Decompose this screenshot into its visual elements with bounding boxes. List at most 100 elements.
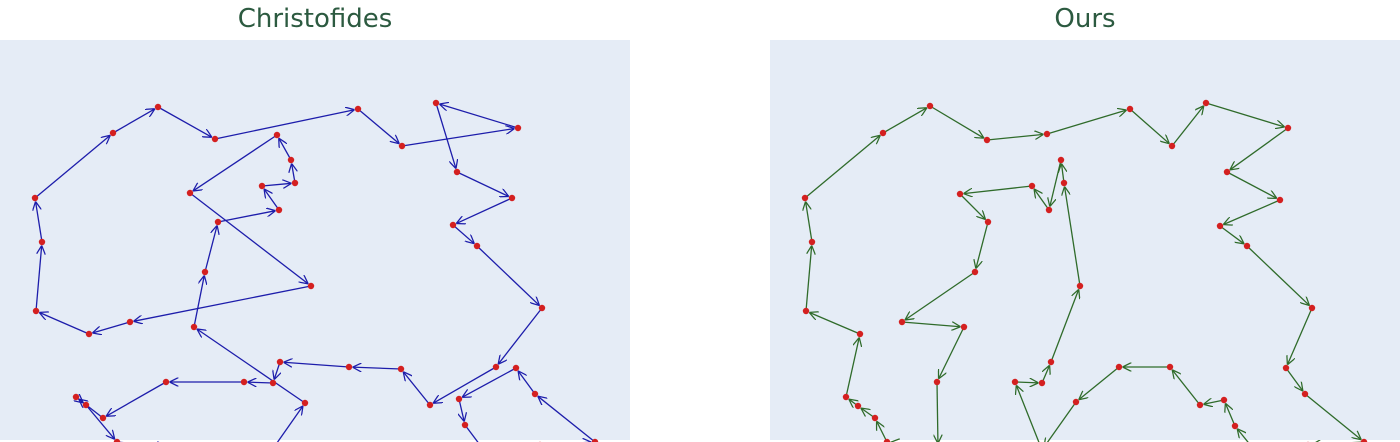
city-point (1308, 304, 1316, 312)
city-point (461, 421, 469, 429)
tour-edge (1226, 171, 1277, 198)
city-point (1115, 363, 1123, 371)
city-point (1166, 363, 1174, 371)
tour-edge (1046, 110, 1127, 135)
city-point (854, 402, 862, 410)
city-point (449, 221, 457, 229)
city-point (1196, 401, 1204, 409)
tour-edge (1304, 393, 1361, 440)
tour-edge (809, 312, 861, 335)
city-point (508, 194, 516, 202)
tour-edge (1034, 189, 1050, 211)
tour-edge (435, 102, 456, 169)
tour-edge (1014, 382, 1039, 383)
tour-edge (845, 337, 859, 398)
tour-edge (882, 108, 927, 134)
city-point (273, 131, 281, 139)
tour-edge (204, 225, 217, 273)
city-point (879, 129, 887, 137)
city-point (455, 395, 463, 403)
city-point (883, 438, 891, 442)
city-point (154, 103, 162, 111)
tour-edge (439, 104, 519, 129)
tour-edge (1129, 108, 1169, 144)
tour-edge (279, 138, 292, 161)
tour-edge (157, 106, 212, 137)
city-point (1045, 206, 1053, 214)
tour-edge (1050, 159, 1062, 207)
tour-edge (1205, 102, 1285, 127)
tour-edge (456, 171, 509, 197)
city-point (291, 179, 299, 187)
tour-edge (498, 307, 543, 364)
city-point (956, 190, 964, 198)
tour-edge (804, 135, 880, 199)
city-point (1243, 242, 1251, 250)
city-point (591, 438, 599, 442)
tour-edge (806, 201, 813, 243)
city-point (971, 268, 979, 276)
tour-edge (538, 396, 596, 442)
tour-edge (433, 366, 497, 403)
city-point (31, 194, 39, 202)
city-point (287, 156, 295, 164)
tour-edge (1171, 106, 1204, 147)
city-point (307, 282, 315, 290)
city-point (856, 330, 864, 338)
city-point (960, 323, 968, 331)
tour-edge (133, 285, 312, 321)
chart-title-ours: Ours (1054, 4, 1116, 34)
city-point (113, 438, 121, 442)
city-point (531, 390, 539, 398)
city-point (808, 238, 816, 246)
tour-edge (197, 329, 306, 404)
tour-edge (805, 245, 812, 312)
tour-edge (939, 326, 965, 379)
city-point (1223, 168, 1231, 176)
tour-edge (35, 245, 42, 312)
city-point (32, 307, 40, 315)
city-point (1028, 182, 1036, 190)
tour-edge (292, 163, 295, 184)
city-point (514, 124, 522, 132)
tour-edge (112, 109, 155, 134)
city-point (1220, 396, 1228, 404)
city-point (1043, 130, 1051, 138)
tour-edge (459, 398, 464, 422)
tour-edge (357, 108, 399, 144)
tour-edge (214, 110, 355, 140)
city-point (72, 393, 80, 401)
plot-area-ours (770, 40, 1400, 440)
tour-edge (352, 367, 402, 369)
city-point (162, 378, 170, 386)
tour-edge (193, 134, 278, 191)
tour-edge (1246, 245, 1309, 306)
city-point (473, 242, 481, 250)
tour-edge (476, 245, 539, 306)
city-point (1126, 105, 1134, 113)
city-point (269, 379, 277, 387)
tour-edge (877, 421, 888, 442)
tour-edge (34, 135, 110, 199)
city-point (1282, 364, 1290, 372)
city-point (126, 318, 134, 326)
city-point (85, 330, 93, 338)
city-point (933, 378, 941, 386)
tour-edge (462, 367, 517, 397)
city-point (1301, 390, 1309, 398)
tour-edge (929, 105, 984, 138)
city-point (301, 399, 309, 407)
city-point (801, 194, 809, 202)
city-point (1216, 222, 1224, 230)
city-point (432, 99, 440, 107)
tour-edge (905, 271, 976, 320)
city-point (211, 135, 219, 143)
city-point (898, 318, 906, 326)
tour-edge (1041, 365, 1050, 384)
tour-edge (1285, 367, 1303, 391)
tour-edge (92, 321, 131, 333)
tour-edge (937, 381, 938, 442)
tour-edge (36, 201, 43, 243)
city-point (38, 238, 46, 246)
